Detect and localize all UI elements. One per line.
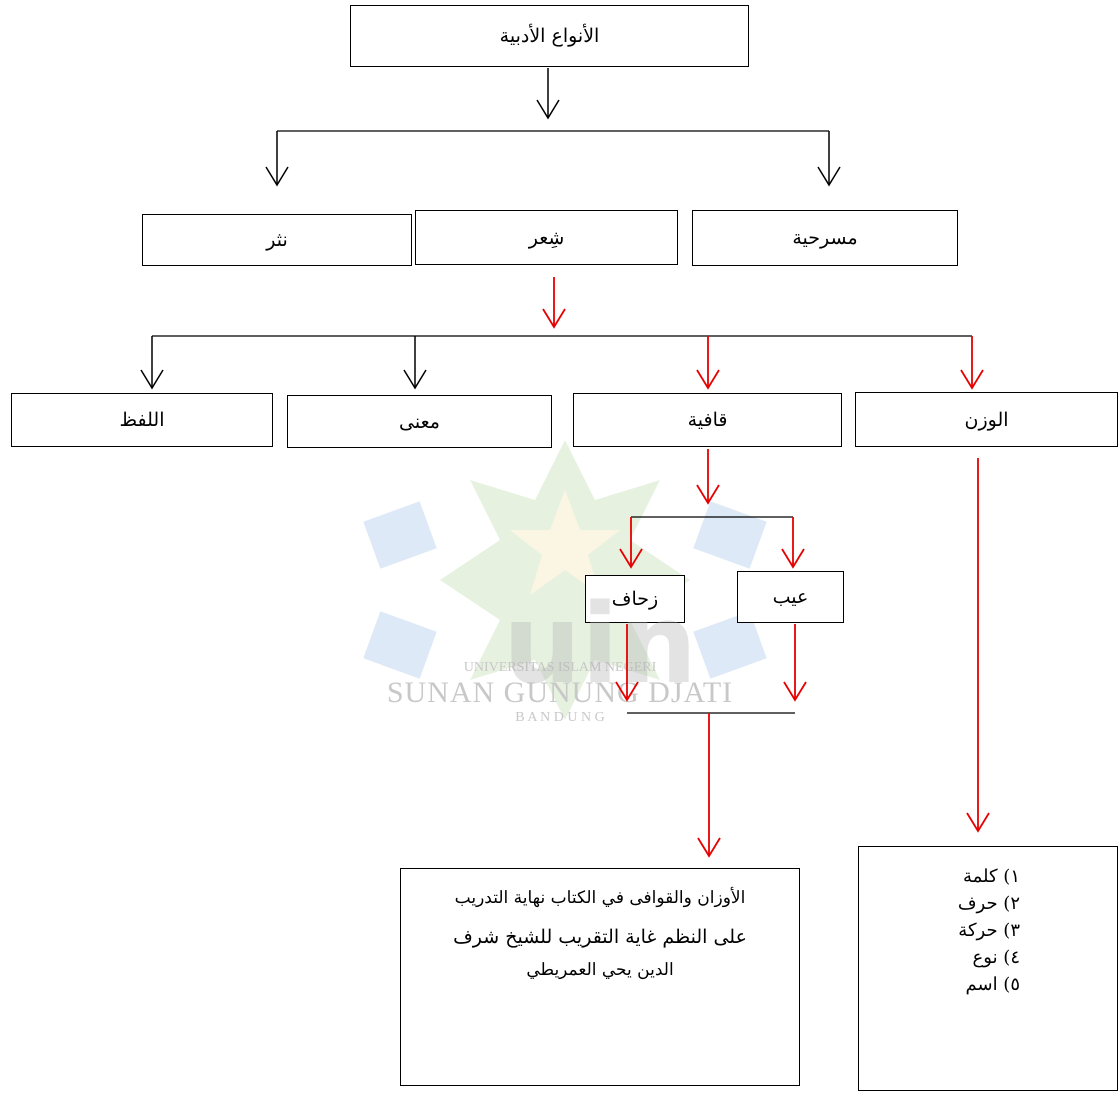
source-line-2: على النظم غاية التقريب للشيخ شرف: [453, 926, 747, 948]
maana-label: معنى: [399, 410, 440, 433]
qafiya-box: قافية: [573, 393, 842, 447]
list-item: ٢) حرف: [957, 893, 1020, 914]
list-item: ٣) حركة: [958, 920, 1020, 941]
prose-label: نثر: [266, 229, 288, 251]
list-item: ٤) نوع: [972, 947, 1020, 968]
watermark-logo-text: uin: [502, 580, 698, 708]
wazn-list-box: [858, 846, 1118, 1091]
wazn-box: الوزن: [855, 392, 1118, 447]
wazn-list: ١) كلمة ٢) حرف ٣) حركة ٤) نوع ٥) اسم: [900, 863, 1020, 998]
source-text: الأوزان والقوافى في الكتاب نهاية التدريب…: [408, 888, 792, 980]
lafdh-box: اللفظ: [11, 393, 273, 447]
zihaf-label: زحاف: [611, 588, 659, 610]
root-box: الأنواع الأدبية: [350, 5, 749, 67]
watermark-line-2: SUNAN GUNUNG DJATI: [386, 676, 734, 709]
drama-box: مسرحية: [692, 210, 958, 266]
zihaf-box: زحاف: [585, 575, 685, 623]
source-line-1: الأوزان والقوافى في الكتاب نهاية التدريب: [454, 888, 746, 908]
watermark-text: UNIVERSITAS ISLAM NEGERI SUNAN GUNUNG DJ…: [340, 660, 780, 726]
qafiya-label: قافية: [687, 409, 728, 431]
poetry-box: شِعر: [415, 210, 678, 265]
lafdh-label: اللفظ: [119, 409, 165, 431]
ayb-box: عيب: [737, 571, 844, 623]
prose-box: نثر: [142, 214, 412, 266]
maana-box: معنى: [287, 395, 552, 448]
list-item: ٥) اسم: [965, 974, 1020, 995]
watermark-line-1: UNIVERSITAS ISLAM NEGERI: [463, 660, 657, 675]
root-label: الأنواع الأدبية: [499, 25, 600, 47]
watermark-line-3: B A N D U N G: [515, 710, 605, 725]
drama-label: مسرحية: [792, 227, 858, 249]
wazn-label: الوزن: [964, 408, 1009, 431]
source-line-3: الدين يحي العمريطي: [526, 960, 674, 980]
source-box: [400, 868, 800, 1086]
poetry-label: شِعر: [528, 226, 565, 249]
list-item: ١) كلمة: [962, 866, 1020, 887]
ayb-label: عيب: [772, 586, 809, 608]
